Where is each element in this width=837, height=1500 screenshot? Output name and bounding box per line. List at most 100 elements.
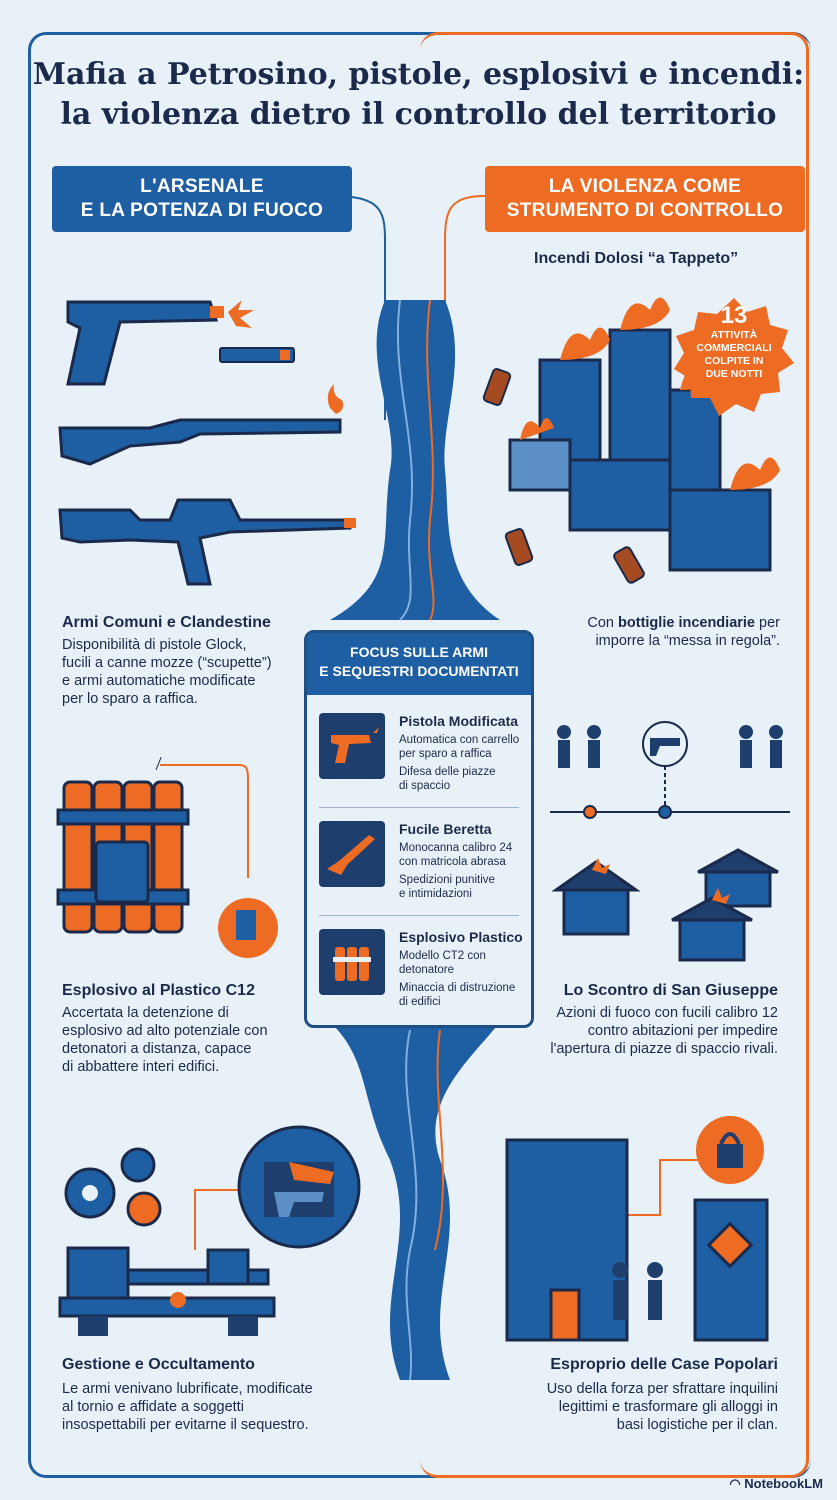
weapons-text-line: per lo sparo a raffica. bbox=[62, 691, 198, 707]
weapons-text: Disponibilità di pistole Glock, fucili a… bbox=[62, 636, 272, 708]
focus-item-desc: Modello CT2 con detonatore bbox=[399, 949, 529, 977]
apartment-building-icon bbox=[505, 1116, 769, 1342]
focus-item-desc: Automatica con carrello per sparo a raff… bbox=[399, 733, 529, 761]
logo-icon: ◠ bbox=[729, 1476, 745, 1491]
focus-item-desc-line: per sparo a raffica bbox=[399, 748, 492, 760]
arsenal-badge-line-1: L'ARSENALE bbox=[140, 176, 264, 197]
focus-item-title: Esplosivo Plastico bbox=[399, 929, 523, 945]
violence-badge-line-2: STRUMENTO DI CONTROLLO bbox=[506, 200, 784, 221]
expropriation-text-line: basi logistiche per il clan. bbox=[616, 1417, 778, 1433]
houses-icon bbox=[551, 848, 779, 962]
arson-text-line-1: Con bottiglie incendiarie per bbox=[480, 614, 780, 632]
weapons-text-line: e armi automatiche modificate bbox=[62, 673, 256, 689]
focus-item-use-line: di edifici bbox=[399, 996, 441, 1008]
expropriation-text: Uso della forza per sfrattare inquilini … bbox=[480, 1380, 778, 1434]
focus-item-use: Minaccia di distruzione di edifici bbox=[399, 981, 529, 1009]
explosive-heading: Esplosivo al Plastico C12 bbox=[62, 982, 255, 999]
management-heading: Gestione e Occultamento bbox=[62, 1356, 255, 1373]
focus-item-desc-line: Modello CT2 con bbox=[399, 950, 486, 962]
focus-item-pistol: Pistola Modificata Automatica con carrel… bbox=[319, 713, 519, 803]
page-title: Mafia a Petrosino, pistole, esplosivi e … bbox=[20, 55, 817, 135]
pistol-icon bbox=[319, 713, 385, 779]
weapons-text-line: fucili a canne mozze (“scupette”) bbox=[62, 655, 272, 671]
focus-item-title: Pistola Modificata bbox=[399, 713, 519, 729]
management-text: Le armi venivano lubrificate, modificate… bbox=[62, 1380, 313, 1434]
notebooklm-logo: ◠ NotebookLM bbox=[729, 1476, 823, 1492]
arson-text-suffix: per bbox=[755, 615, 780, 631]
lathe-icon bbox=[58, 1246, 276, 1336]
violence-badge-line-1: LA VIOLENZA COME bbox=[548, 176, 742, 197]
focus-item-use-line: e intimidazioni bbox=[399, 888, 472, 900]
focus-item-use-line: Spedizioni punitive bbox=[399, 874, 495, 886]
expropriation-heading: Esproprio delle Case Popolari bbox=[550, 1356, 778, 1373]
arsenal-badge-line-2: E LA POTENZA DI FUOCO bbox=[80, 200, 324, 221]
badge-line: COMMERCIALI bbox=[696, 342, 772, 354]
arsenal-badge: L'ARSENALE E LA POTENZA DI FUOCO bbox=[52, 166, 352, 232]
focus-item-desc: Monocanna calibro 24 con matricola abras… bbox=[399, 841, 529, 869]
clash-text: Azioni di fuoco con fucili calibro 12 co… bbox=[480, 1004, 778, 1058]
focus-item-use-line: Difesa delle piazze bbox=[399, 766, 496, 778]
arson-text: Con bottiglie incendiarie per imporre la… bbox=[480, 614, 780, 650]
clash-text-line: contro abitazioni per impedire bbox=[587, 1023, 778, 1039]
title-line-2: la violenza dietro il controllo del terr… bbox=[60, 97, 777, 132]
focus-header-line-1: FOCUS SULLE ARMI bbox=[350, 644, 488, 660]
badge-line: DUE NOTTI bbox=[705, 368, 763, 380]
focus-item-use-line: Minaccia di distruzione bbox=[399, 982, 516, 994]
explosive-text-line: esplosivo ad alto potenziale con bbox=[62, 1023, 268, 1039]
weapons-text-line: Disponibilità di pistole Glock, bbox=[62, 637, 247, 653]
clash-heading: Lo Scontro di San Giuseppe bbox=[563, 982, 778, 999]
title-line-1: Mafia a Petrosino, pistole, esplosivi e … bbox=[32, 57, 805, 92]
thirteen-badge bbox=[674, 298, 794, 416]
explosive-text-line: Accertata la detenzione di bbox=[62, 1005, 229, 1021]
gears-icon bbox=[64, 1147, 162, 1227]
focus-divider bbox=[319, 915, 519, 916]
arson-text-line-2: imporre la “messa in regola”. bbox=[595, 633, 780, 649]
focus-item-desc-line: detonatore bbox=[399, 964, 454, 976]
violence-badge: LA VIOLENZA COME STRUMENTO DI CONTROLLO bbox=[485, 166, 805, 232]
focus-item-explosive: Esplosivo Plastico Modello CT2 con deton… bbox=[319, 929, 523, 1019]
arson-text-bold: bottiglie incendiarie bbox=[618, 615, 755, 631]
right-frame bbox=[420, 32, 809, 1478]
management-text-line: insospettabili per evitarne il sequestro… bbox=[62, 1417, 309, 1433]
weapons-heading: Armi Comuni e Clandestine bbox=[62, 614, 271, 631]
hidden-gun-icon bbox=[237, 1125, 361, 1249]
focus-item-use: Spedizioni punitive e intimidazioni bbox=[399, 873, 529, 901]
explosive-text: Accertata la detenzione di esplosivo ad … bbox=[62, 1004, 268, 1076]
focus-item-rifle: Fucile Beretta Monocanna calibro 24 con … bbox=[319, 821, 519, 911]
explosive-text-line: detonatori a distanza, capace bbox=[62, 1041, 252, 1057]
focus-divider bbox=[319, 807, 519, 808]
focus-header-line-2: E SEQUESTRI DOCUMENTATI bbox=[319, 663, 519, 679]
focus-item-desc-line: Automatica con carrello bbox=[399, 734, 520, 746]
shotgun-icon bbox=[58, 384, 344, 466]
expropriation-text-line: legittimi e trasformare gli alloggi in bbox=[558, 1399, 778, 1415]
badge-number: 13 bbox=[720, 302, 748, 329]
clash-text-line: Azioni di fuoco con fucili calibro 12 bbox=[556, 1005, 778, 1021]
management-text-line: Le armi venivano lubrificate, modificate bbox=[62, 1381, 313, 1397]
burning-city-icon bbox=[482, 297, 780, 584]
left-frame bbox=[28, 32, 811, 1478]
expropriation-text-line: Uso della forza per sfrattare inquilini bbox=[546, 1381, 778, 1397]
rifle-icon bbox=[319, 821, 385, 887]
management-text-line: al tornio e affidate a soggetti bbox=[62, 1399, 244, 1415]
pistol-icon bbox=[66, 300, 254, 386]
arson-text-prefix: Con bbox=[587, 615, 619, 631]
focus-item-use-line: di spaccio bbox=[399, 780, 451, 792]
arson-heading: Incendi Dolosi “a Tappeto” bbox=[534, 250, 739, 267]
badge-line: ATTIVITÀ bbox=[710, 329, 758, 341]
clash-text-line: l'apertura di piazze di spaccio rivali. bbox=[550, 1041, 778, 1057]
rifle-icon bbox=[58, 498, 356, 586]
logo-text: NotebookLM bbox=[744, 1476, 823, 1491]
focus-item-desc-line: con matricola abrasa bbox=[399, 856, 506, 868]
explosive-text-line: di abbattere interi edifici. bbox=[62, 1059, 220, 1075]
badge-line: COLPITE IN bbox=[704, 355, 764, 367]
thirteen-badge-text: 13 ATTIVITÀ COMMERCIALI COLPITE IN DUE N… bbox=[684, 303, 784, 381]
dynamite-icon bbox=[319, 929, 385, 995]
magazine-icon bbox=[219, 347, 295, 363]
shootout-icon bbox=[550, 721, 790, 819]
focus-item-desc-line: Monocanna calibro 24 bbox=[399, 842, 513, 854]
focus-panel: FOCUS SULLE ARMI E SEQUESTRI DOCUMENTATI… bbox=[304, 630, 534, 1028]
focus-header: FOCUS SULLE ARMI E SEQUESTRI DOCUMENTATI bbox=[307, 633, 531, 695]
focus-item-use: Difesa delle piazze di spaccio bbox=[399, 765, 529, 793]
dynamite-icon bbox=[56, 757, 278, 958]
